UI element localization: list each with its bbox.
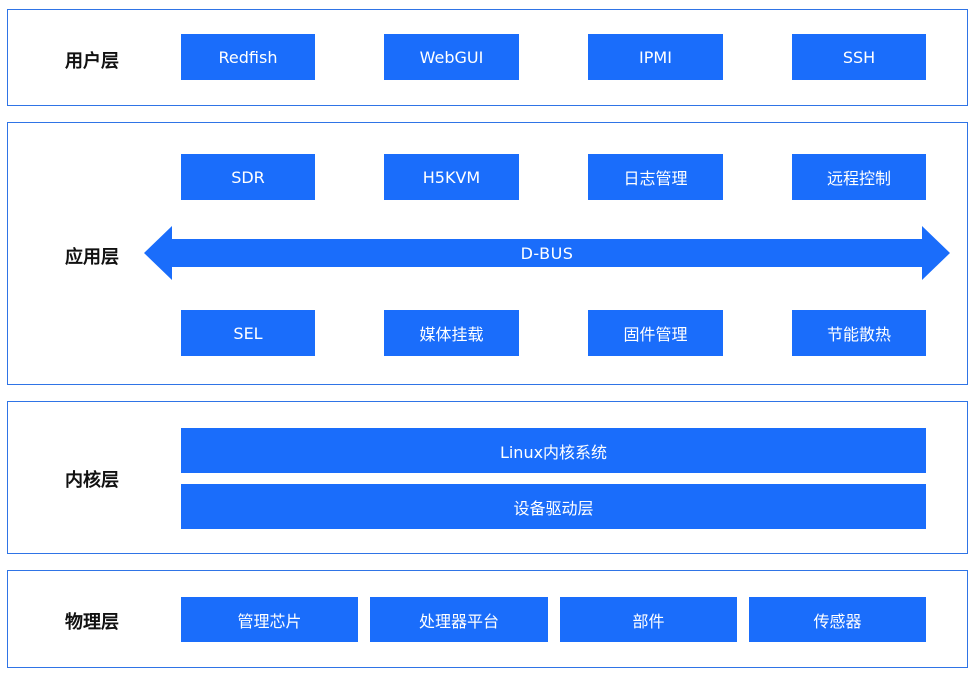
h5kvm-box: H5KVM: [384, 154, 519, 200]
kernel-layer: 内核层 Linux内核系统 设备驱动层: [7, 401, 968, 554]
dbus-double-arrow: [144, 226, 950, 280]
dbus-arrow-shape: [144, 226, 950, 280]
media-mount-box: 媒体挂载: [384, 310, 519, 356]
user-layer-label: 用户层: [65, 51, 119, 72]
remote-control-box: 远程控制: [792, 154, 926, 200]
energy-cooling-box: 节能散热: [792, 310, 926, 356]
linux-kernel-box: Linux内核系统: [181, 428, 926, 473]
device-driver-box: 设备驱动层: [181, 484, 926, 529]
firmware-management-box: 固件管理: [588, 310, 723, 356]
dbus-label: D-BUS: [520, 243, 574, 263]
physical-layer: 物理层 管理芯片 处理器平台 部件 传感器: [7, 570, 968, 668]
physical-layer-label: 物理层: [65, 612, 119, 633]
log-management-box: 日志管理: [588, 154, 723, 200]
sel-box: SEL: [181, 310, 315, 356]
webgui-box: WebGUI: [384, 34, 519, 80]
ssh-box: SSH: [792, 34, 926, 80]
sensors-box: 传感器: [749, 597, 926, 642]
user-layer: 用户层 Redfish WebGUI IPMI SSH: [7, 9, 968, 106]
kernel-layer-label: 内核层: [65, 470, 119, 491]
application-layer-label: 应用层: [65, 247, 119, 268]
processor-platform-box: 处理器平台: [370, 597, 548, 642]
management-chip-box: 管理芯片: [181, 597, 358, 642]
redfish-box: Redfish: [181, 34, 315, 80]
components-box: 部件: [560, 597, 737, 642]
sdr-box: SDR: [181, 154, 315, 200]
ipmi-box: IPMI: [588, 34, 723, 80]
